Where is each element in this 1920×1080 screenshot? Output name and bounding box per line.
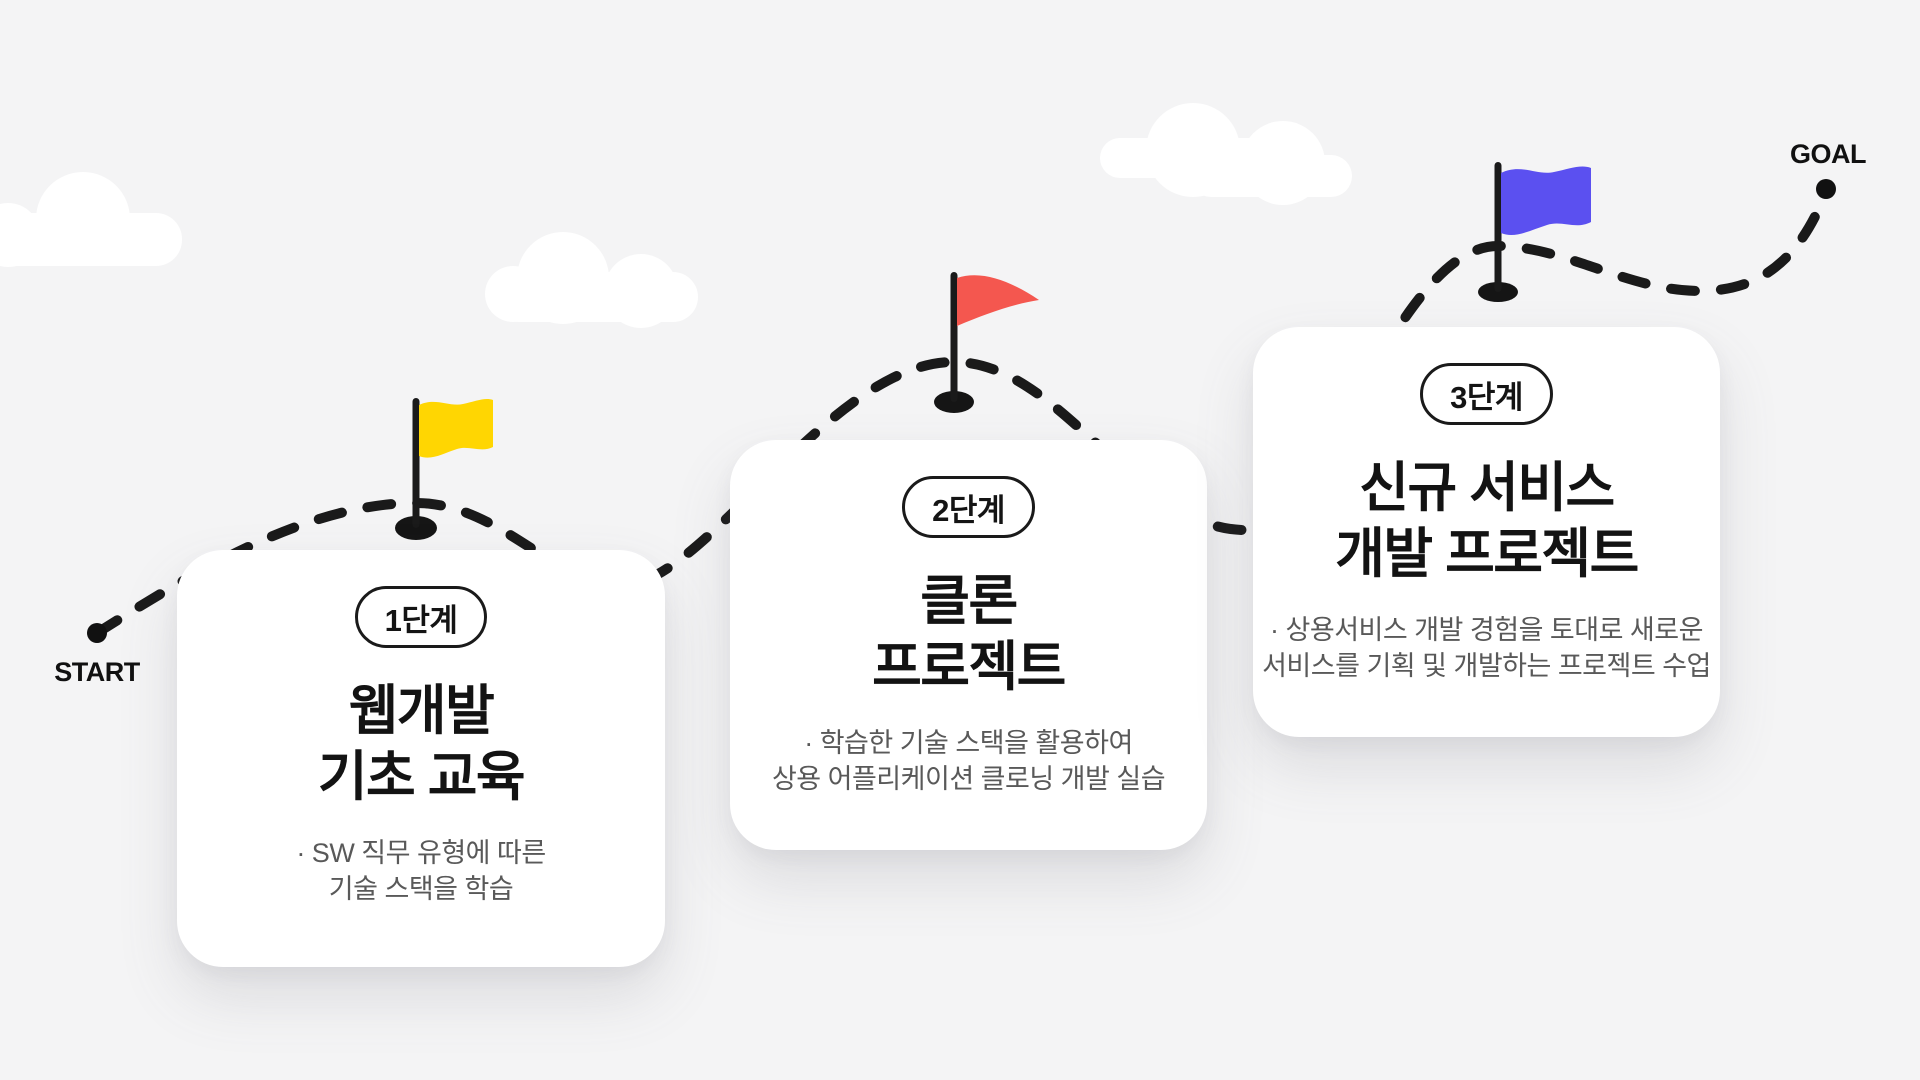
stage-description-1-line-2: 기술 스택을 학습 [328, 874, 514, 904]
stage-description-1: · SW 직무 유형에 따른 기술 스택을 학습 [296, 835, 546, 907]
stage-title-3: 신규 서비스 개발 프로젝트 [1335, 455, 1639, 587]
stage-description-2-line-1: · 학습한 기술 스택을 활용하여 [804, 728, 1133, 758]
flag-pole-3 [1494, 162, 1502, 292]
stage-title-2-line-1: 클론 [920, 571, 1018, 631]
start-label: START [54, 657, 140, 687]
flag-stage-1 [395, 398, 493, 540]
stage-badge-3: 3단계 [1420, 363, 1553, 425]
stage-description-3: · 상용서비스 개발 경험을 토대로 새로운 서비스를 기획 및 개발하는 프로… [1262, 612, 1711, 684]
stage-description-3-line-1: · 상용서비스 개발 경험을 토대로 새로운 [1270, 615, 1703, 645]
flag-cloth-1 [419, 399, 493, 458]
stage-card-2: 2단계 클론 프로젝트 · 학습한 기술 스택을 활용하여 상용 어플리케이션 … [730, 440, 1207, 850]
stage-description-2-line-2: 상용 어플리케이션 클로닝 개발 실습 [771, 764, 1166, 794]
flag-pole-2 [950, 272, 958, 402]
stage-card-1: 1단계 웹개발 기초 교육 · SW 직무 유형에 따른 기술 스택을 학습 [177, 550, 665, 967]
stage-title-3-line-1: 신규 서비스 [1359, 458, 1615, 518]
stage-title-1: 웹개발 기초 교육 [317, 678, 526, 810]
flag-pole-1 [412, 398, 420, 528]
stage-description-2: · 학습한 기술 스택을 활용하여 상용 어플리케이션 클로닝 개발 실습 [771, 725, 1166, 797]
route-dashed-path [92, 187, 1831, 638]
stage-badge-1: 1단계 [354, 586, 488, 648]
stage-description-3-line-2: 서비스를 기획 및 개발하는 프로젝트 수업 [1262, 651, 1711, 681]
cloud-top-center [1100, 103, 1352, 205]
goal-label: GOAL [1790, 139, 1867, 169]
stage-title-1-line-1: 웹개발 [348, 681, 495, 741]
stage-title-1-line-2: 기초 교육 [317, 747, 526, 807]
start-dot [87, 623, 107, 643]
cloud-top-left [0, 172, 182, 267]
flag-cloth-2 [957, 275, 1039, 326]
flag-stage-3 [1478, 162, 1591, 302]
stage-title-2-line-2: 프로젝트 [872, 637, 1066, 697]
flag-cloth-3 [1501, 166, 1591, 235]
goal-dot [1816, 179, 1836, 199]
stage-badge-2: 2단계 [902, 476, 1035, 538]
flag-stage-2 [934, 272, 1039, 413]
stage-description-1-line-1: · SW 직무 유형에 따른 [296, 838, 546, 868]
stage-card-3: 3단계 신규 서비스 개발 프로젝트 · 상용서비스 개발 경험을 토대로 새로… [1253, 327, 1720, 737]
stage-title-3-line-2: 개발 프로젝트 [1335, 524, 1639, 584]
cloud-mid-left [485, 232, 698, 328]
stage-title-2: 클론 프로젝트 [872, 568, 1066, 700]
